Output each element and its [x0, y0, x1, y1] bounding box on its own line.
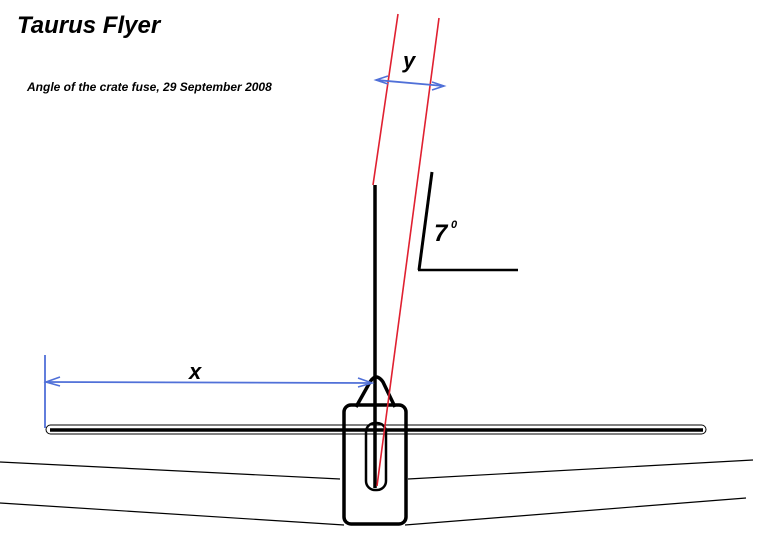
x-dimension-line: [44, 381, 371, 384]
y-arrowhead-right: [431, 81, 447, 91]
angle-degree-symbol: 0: [451, 219, 458, 231]
ground-line-lower-right: [404, 497, 747, 526]
ground-line-lower-left: [0, 502, 345, 526]
y-label: y: [402, 48, 417, 73]
ground-line-upper-left: [0, 461, 341, 480]
x-label: x: [188, 359, 202, 384]
diagram-subtitle: Angle of the crate fuse, 29 September 20…: [27, 80, 272, 94]
y-dimension-line: [375, 79, 445, 87]
angle-leg-inclined: [417, 171, 434, 271]
x-arrowhead-left: [43, 376, 61, 387]
red-reference-line-right: [376, 17, 440, 487]
x-arrowhead-right: [357, 377, 375, 388]
diagram-title: Taurus Flyer: [17, 12, 161, 39]
y-arrowhead-left: [373, 75, 389, 85]
red-reference-line-left: [372, 13, 399, 186]
angle-value-label: 7: [434, 220, 449, 247]
ground-line-upper-right: [407, 459, 754, 480]
